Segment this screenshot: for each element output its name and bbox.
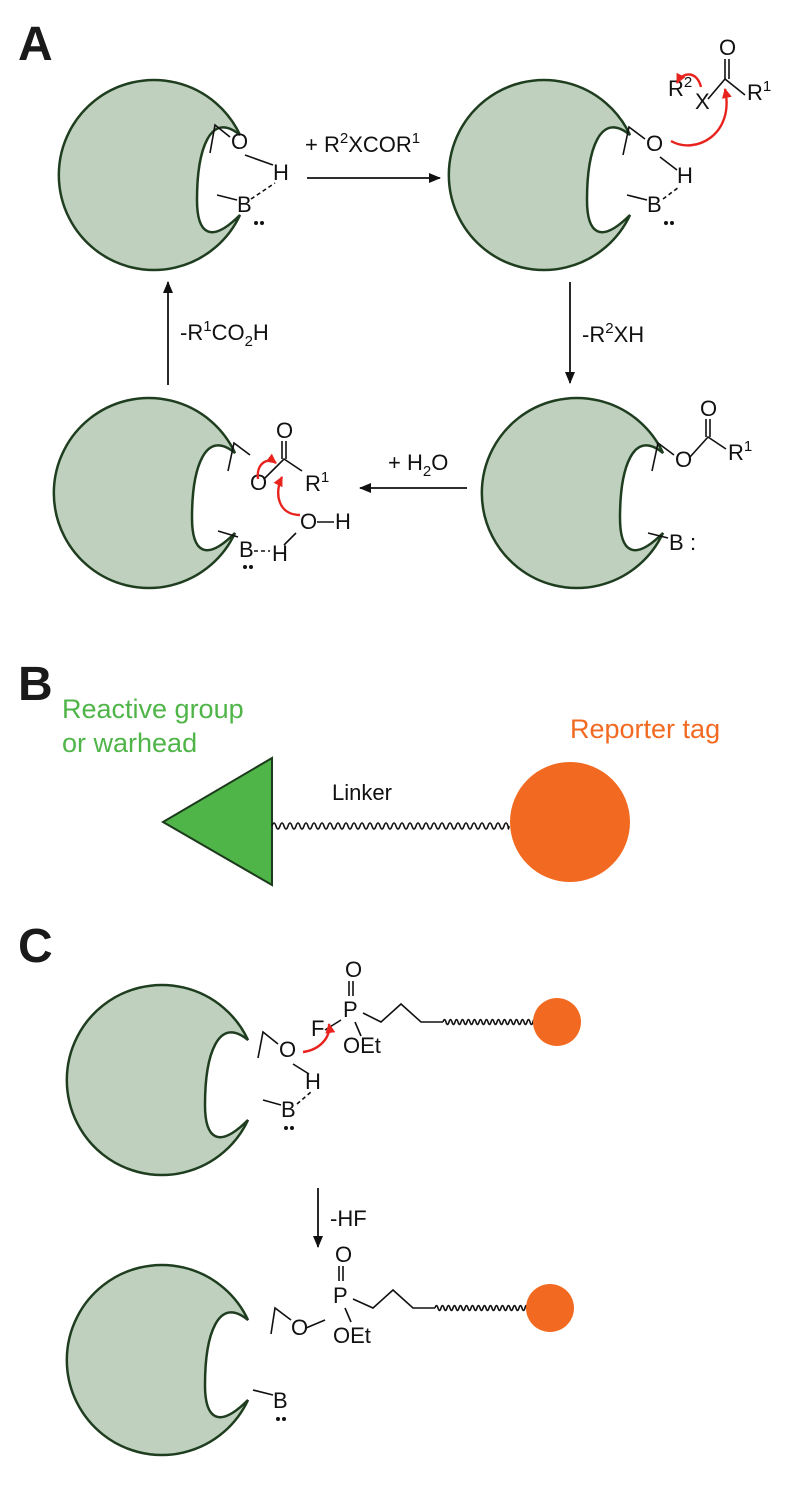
reporter-tag-circle bbox=[510, 762, 630, 882]
reporter-label: Reporter tag bbox=[570, 714, 720, 744]
probe-reporter-tag bbox=[533, 998, 581, 1046]
svg-text:R1: R1 bbox=[728, 438, 752, 465]
svg-text:R1: R1 bbox=[747, 78, 771, 105]
label-release-acid: -R1CO2H bbox=[180, 318, 269, 350]
svg-text:O: O bbox=[276, 418, 293, 443]
svg-text:B: B bbox=[273, 1388, 288, 1413]
labeled-enzyme: O O P OEt B bbox=[65, 1242, 435, 1457]
warhead-label-line1: Reactive group bbox=[62, 694, 244, 724]
label-release-leaving-group: -R2XH bbox=[582, 320, 644, 347]
svg-text:B: B bbox=[239, 537, 254, 562]
linker-label: Linker bbox=[332, 780, 392, 805]
svg-text:X: X bbox=[695, 89, 710, 114]
panel-label-b: B bbox=[18, 658, 53, 711]
label-add-substrate: + R2XCOR1 bbox=[305, 130, 420, 157]
labeled-linker-wavy-line bbox=[434, 1304, 528, 1312]
svg-text:H: H bbox=[335, 509, 351, 534]
enzyme-probe-complex: O H B O P F OEt bbox=[65, 957, 443, 1177]
enzyme-substrate-complex: O H B R2 X O R1 bbox=[447, 35, 771, 272]
svg-text:P: P bbox=[333, 1283, 348, 1308]
svg-text:O: O bbox=[300, 509, 317, 534]
enzyme-deacylation: O O R1 O H H B bbox=[52, 396, 351, 590]
label-release-hf: -HF bbox=[330, 1206, 367, 1231]
svg-text::: : bbox=[690, 530, 696, 555]
panel-label-c: C bbox=[18, 920, 53, 973]
svg-text:H: H bbox=[272, 541, 288, 566]
svg-text:F: F bbox=[311, 1016, 324, 1041]
svg-text:B: B bbox=[281, 1097, 296, 1122]
enzyme-free: O H B bbox=[57, 78, 289, 272]
atom-b: B bbox=[237, 192, 252, 217]
acyl-enzyme: O O R1 B : bbox=[480, 396, 752, 590]
linker-wavy-line bbox=[271, 822, 510, 830]
warhead-triangle bbox=[161, 756, 273, 887]
label-add-water: + H2O bbox=[388, 450, 448, 480]
svg-text:O: O bbox=[700, 396, 717, 421]
svg-text:O: O bbox=[279, 1037, 296, 1062]
svg-text:O: O bbox=[291, 1315, 308, 1340]
svg-text:H: H bbox=[305, 1069, 321, 1094]
svg-text:P: P bbox=[343, 997, 358, 1022]
probe-linker-wavy-line bbox=[442, 1018, 536, 1026]
svg-text:O: O bbox=[335, 1242, 352, 1267]
atom-h: H bbox=[273, 160, 289, 185]
svg-text:R1: R1 bbox=[305, 469, 329, 496]
svg-text:O: O bbox=[250, 470, 267, 495]
svg-text:B: B bbox=[647, 192, 662, 217]
svg-text:OEt: OEt bbox=[333, 1323, 371, 1348]
panel-label-a: A bbox=[18, 18, 53, 71]
svg-text:O: O bbox=[719, 35, 736, 60]
warhead-label-line2: or warhead bbox=[62, 728, 197, 758]
svg-text:OEt: OEt bbox=[343, 1033, 381, 1058]
labeled-reporter-tag bbox=[526, 1284, 574, 1332]
svg-text:O: O bbox=[646, 131, 663, 156]
svg-text:O: O bbox=[675, 447, 692, 472]
svg-text:B: B bbox=[669, 530, 684, 555]
svg-text:O: O bbox=[345, 957, 362, 982]
atom-o: O bbox=[231, 129, 248, 154]
svg-text:H: H bbox=[677, 163, 693, 188]
